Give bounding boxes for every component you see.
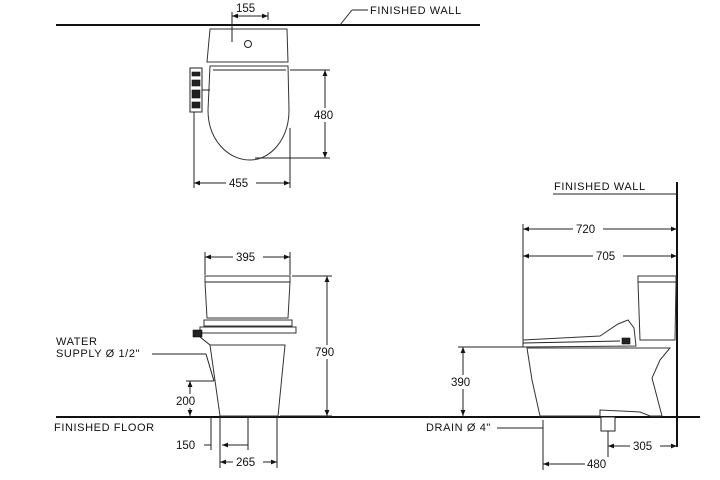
drain-label: DRAIN Ø 4" xyxy=(426,422,491,434)
finished-wall-top-label: FINISHED WALL xyxy=(370,5,462,17)
dim-side-720: 720 xyxy=(576,224,595,236)
dim-side-480: 480 xyxy=(587,459,606,471)
dim-front-200: 200 xyxy=(176,396,195,408)
side-tank xyxy=(637,275,677,341)
dim-front-790: 790 xyxy=(315,347,334,359)
top-seat xyxy=(207,65,290,161)
water-supply-label-line2: SUPPLY Ø 1/2" xyxy=(56,348,140,360)
finished-wall-side-label: FINISHED WALL xyxy=(554,181,646,193)
dim-front-150: 150 xyxy=(176,440,195,452)
front-view: FINISHED FLOOR 395 790 WATER SUPPLY Ø 1/… xyxy=(52,250,700,469)
side-view: FINISHED WALL 720 705 390 DRAIN Ø 4" xyxy=(426,181,678,471)
drain-pipe xyxy=(600,416,616,432)
water-supply-valve xyxy=(192,329,203,338)
dim-front-395: 395 xyxy=(236,252,255,264)
side-body xyxy=(526,347,672,417)
top-view: FINISHED WALL 155 480 455 xyxy=(56,3,480,190)
flush-button-icon xyxy=(244,40,252,48)
front-lid xyxy=(199,326,297,334)
dim-side-305: 305 xyxy=(633,441,652,453)
dim-top-155: 155 xyxy=(236,3,255,15)
dim-top-455: 455 xyxy=(229,178,248,190)
side-seat-hinge xyxy=(621,337,631,345)
dim-side-705: 705 xyxy=(596,251,615,263)
front-bowl xyxy=(209,344,286,417)
top-tank xyxy=(206,28,289,63)
dim-front-265: 265 xyxy=(236,457,255,469)
dim-top-480: 480 xyxy=(314,110,333,122)
dim-side-390: 390 xyxy=(451,377,470,389)
water-supply-label-line1: WATER xyxy=(56,336,98,348)
top-wall-leader xyxy=(339,9,353,26)
finished-floor-label: FINISHED FLOOR xyxy=(54,422,155,434)
front-seat xyxy=(203,319,293,327)
side-seat xyxy=(522,319,637,348)
water-supply-leader xyxy=(205,353,215,382)
